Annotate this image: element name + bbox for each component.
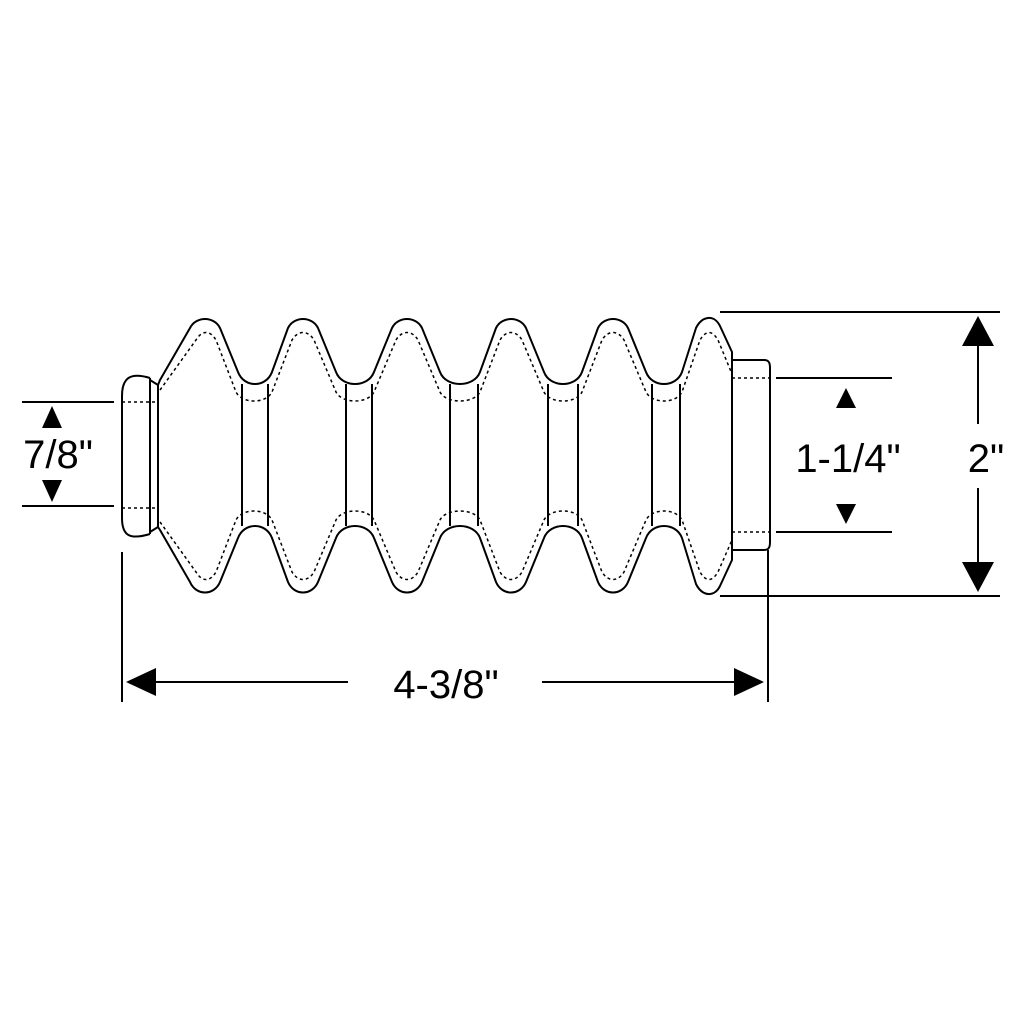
arrow-up-large-end (836, 388, 856, 408)
bellows-inner-profile (159, 331, 733, 402)
dim-large-end (776, 377, 892, 533)
bellows-inner-profile-bottom (159, 510, 733, 581)
small-end-collar (121, 374, 159, 538)
arrow-down-outer (962, 562, 994, 592)
outer-diameter-label: 2" (968, 437, 1004, 481)
large-end-diameter-label: 1-1/4" (795, 437, 900, 481)
bellows-outline (157, 317, 733, 595)
large-end-collar (732, 359, 771, 551)
arrow-left-length (126, 668, 156, 696)
arrow-down-small-end (42, 480, 62, 502)
arrow-up-outer (962, 316, 994, 346)
arrow-right-length (734, 668, 764, 696)
valley-bands (241, 384, 681, 526)
small-end-collar-dotted (122, 401, 158, 509)
dim-small-end (22, 401, 114, 507)
arrow-up-small-end (42, 406, 62, 428)
large-end-collar-dotted (732, 377, 770, 533)
overall-length-label: 4-3/8" (393, 663, 498, 707)
small-end-diameter-label: 7/8" (23, 433, 93, 477)
arrow-down-large-end (836, 504, 856, 524)
dim-outer (720, 311, 1000, 597)
dim-length (121, 550, 769, 702)
